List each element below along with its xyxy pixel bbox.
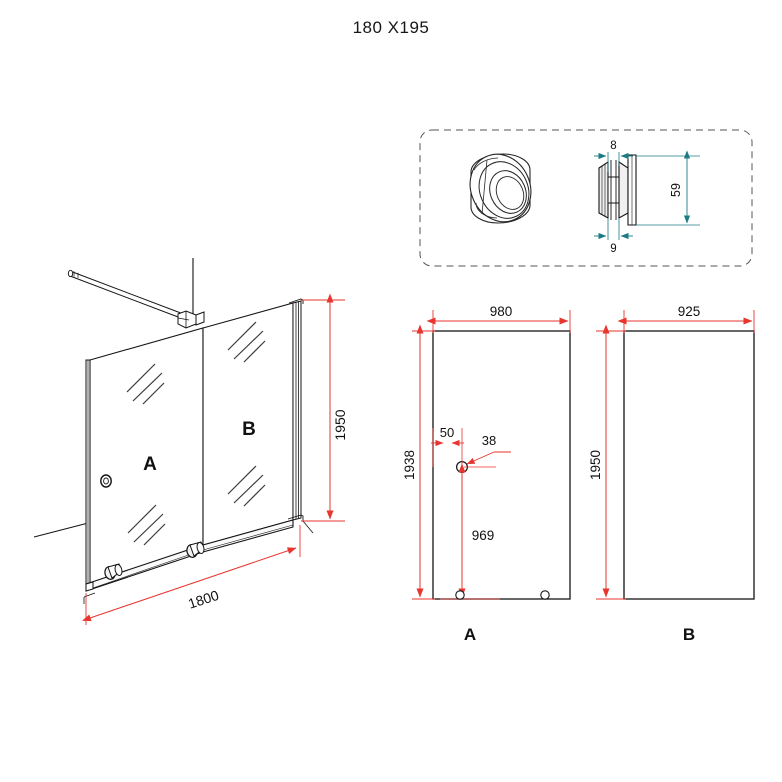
panel-a-dim-width-label: 980 <box>490 304 513 319</box>
panel-b-front-view: 925 1950 B <box>588 304 755 644</box>
panel-a-label: A <box>464 625 476 644</box>
panel-a-bottom-hole-left <box>455 590 465 600</box>
glass-shine-b-top <box>227 321 266 363</box>
glass-shine-a-bottom <box>127 504 166 546</box>
panel-a-dim-hole-label: 38 <box>482 433 496 448</box>
iso-dim-height-label: 1950 <box>332 409 348 440</box>
panel-a-knob <box>100 474 112 488</box>
glass-panel-b: B <box>202 302 294 546</box>
panel-b-label: B <box>683 625 695 644</box>
roller-section-view: 8 9 59 <box>594 140 700 255</box>
iso-dim-height-1950: 1950 <box>301 293 348 522</box>
panel-b-dim-width-label: 925 <box>678 304 701 319</box>
iso-assembly-view: A B <box>33 258 348 625</box>
stabilizer-bar <box>67 269 187 321</box>
detail-dim-8-label: 8 <box>610 140 616 152</box>
detail-box-roller: 8 9 59 <box>419 129 753 267</box>
panel-a-dim-hole-height-label: 969 <box>472 528 495 543</box>
glass-shine-a-top <box>126 363 165 405</box>
panel-a-front-view: 980 1938 50 38 969 A <box>402 304 571 644</box>
glass-panel-a: A <box>85 327 204 585</box>
glass-shine-b-bottom <box>227 465 266 507</box>
page-title: 180 X195 <box>352 18 430 37</box>
panel-b-dim-height-label: 1950 <box>588 450 603 480</box>
panel-a-bottom-hole-right <box>540 590 550 600</box>
iso-panel-b-label: B <box>242 419 256 440</box>
panel-a-dim-offset-label: 50 <box>440 425 454 440</box>
panel-a-dim-height-label: 1938 <box>402 450 417 480</box>
roller-isometric <box>469 153 532 224</box>
bracket-connector <box>177 310 205 329</box>
detail-dim-59-label: 59 <box>669 183 683 197</box>
iso-panel-a-label: A <box>143 454 157 475</box>
wall-channel-profile <box>287 298 314 534</box>
iso-dim-width-label: 1800 <box>186 587 221 612</box>
detail-dim-9-label: 9 <box>610 243 616 255</box>
